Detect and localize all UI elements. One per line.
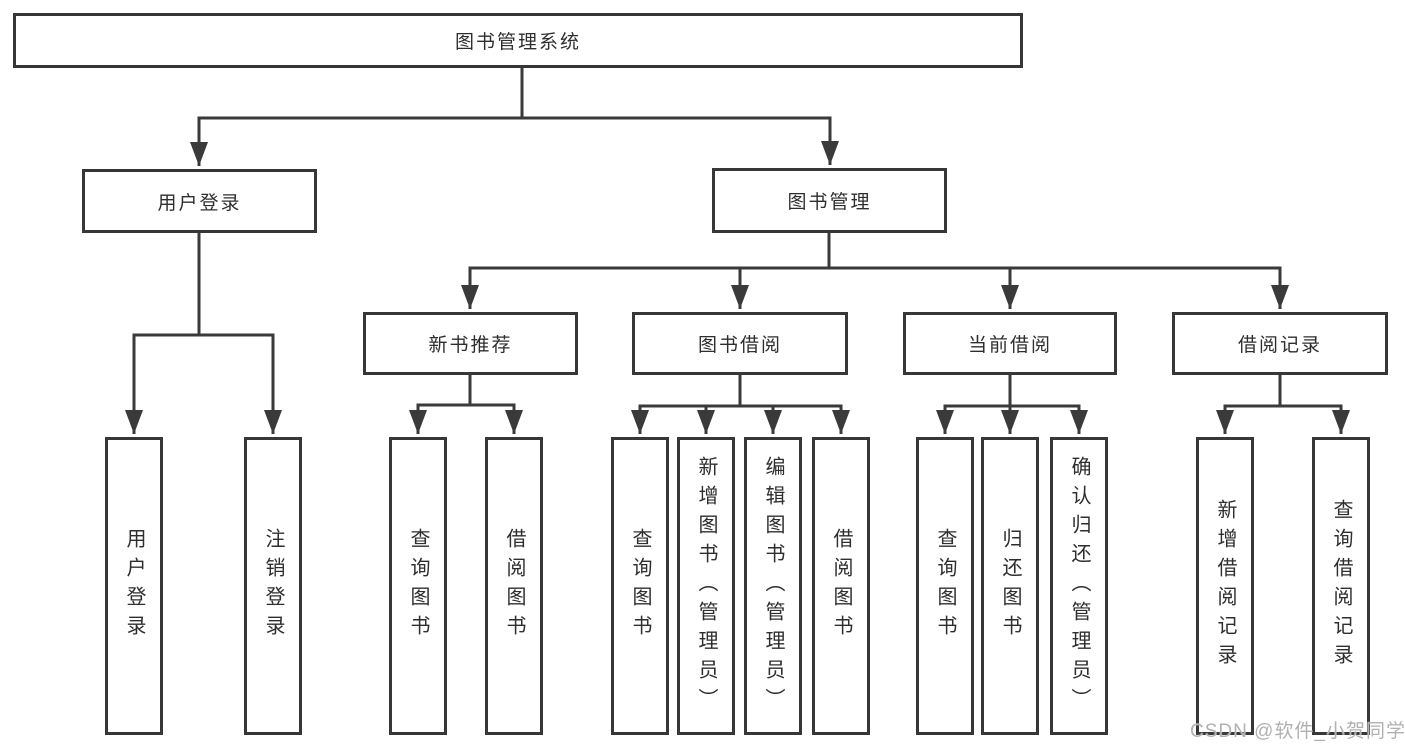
node-user-login: 用户登录 [82, 169, 317, 233]
leaf-confirm-return-admin: 确认归还（管理员） [1050, 437, 1108, 735]
node-borrow-records: 借阅记录 [1172, 312, 1388, 375]
csdn-watermark: CSDN @软件_小贺同学 [1190, 721, 1405, 742]
leaf-add-books-admin: 新增图书（管理员） [677, 437, 735, 735]
leaf-borrow-books-1: 借阅图书 [485, 437, 543, 735]
leaf-user-login: 用户登录 [105, 437, 163, 735]
leaf-edit-books-admin: 编辑图书（管理员） [744, 437, 802, 735]
leaf-query-books-2: 查询图书 [611, 437, 669, 735]
leaf-add-borrow-record: 新增借阅记录 [1196, 437, 1254, 735]
leaf-query-books-3: 查询图书 [916, 437, 974, 735]
node-current-borrow: 当前借阅 [903, 312, 1117, 375]
leaf-query-books-1: 查询图书 [389, 437, 447, 735]
leaf-query-borrow-record: 查询借阅记录 [1312, 437, 1370, 735]
leaf-borrow-books-2: 借阅图书 [812, 437, 870, 735]
node-book-management: 图书管理 [712, 168, 947, 233]
node-new-book-recommend: 新书推荐 [363, 312, 578, 375]
leaf-logout: 注销登录 [244, 437, 302, 735]
leaf-return-books: 归还图书 [981, 437, 1039, 735]
node-system: 图书管理系统 [13, 13, 1023, 68]
node-book-borrow: 图书借阅 [632, 312, 848, 375]
